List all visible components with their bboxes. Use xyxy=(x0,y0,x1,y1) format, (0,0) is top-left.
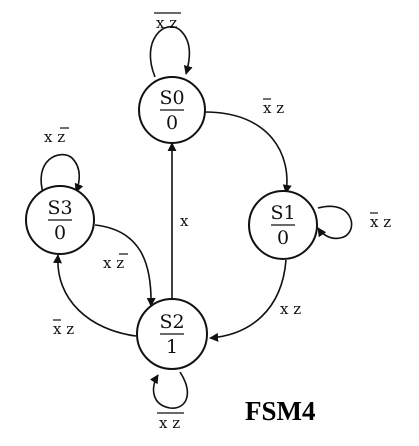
state-s2: S2 1 xyxy=(136,298,208,370)
edge-s1-s2 xyxy=(209,259,287,342)
label-s2-s2: x z xyxy=(157,412,184,432)
state-s3-output: 0 xyxy=(54,222,66,244)
label-s3-s2: x z xyxy=(103,253,128,272)
state-s0: S0 0 xyxy=(138,76,206,144)
edge-s1-s1 xyxy=(317,205,353,240)
label-s3-s3-text: x z xyxy=(44,128,65,146)
state-s1-output: 0 xyxy=(277,227,289,249)
label-s1-s1: x z xyxy=(370,212,391,231)
label-s3-s2-text: x z xyxy=(103,254,124,272)
state-s3-name: S3 xyxy=(47,197,72,219)
label-s1-s2: x z xyxy=(280,300,301,318)
label-s0-s1: x z xyxy=(263,98,284,117)
state-s1: S1 0 xyxy=(248,190,318,260)
label-s1-s1-text: x z xyxy=(370,213,391,231)
label-s0-s0-text: x z xyxy=(156,14,177,32)
label-s2-s3-text: x z xyxy=(53,320,74,338)
label-s0-s1-text: x z xyxy=(263,99,284,117)
state-s2-name: S2 xyxy=(159,311,184,333)
edge-s3-s3 xyxy=(40,153,84,197)
label-s2-s3: x z xyxy=(53,319,74,338)
label-s1-s2-text: x z xyxy=(280,300,301,318)
state-s3: S3 0 xyxy=(25,185,95,255)
edge-s3-s2 xyxy=(94,224,156,307)
edge-s2-s3 xyxy=(52,254,137,337)
state-s2-output: 1 xyxy=(166,336,178,358)
state-s1-name: S1 xyxy=(270,202,295,224)
label-s0-s0: x z xyxy=(154,12,181,32)
edge-s2-s2 xyxy=(149,371,189,409)
label-s2-s0-text: x xyxy=(180,212,189,230)
state-s0-name: S0 xyxy=(159,87,184,109)
label-s3-s3: x z xyxy=(44,127,69,146)
diagram-title: FSM4 xyxy=(245,396,316,426)
edge-s0-s0 xyxy=(149,25,193,78)
label-s2-s0: x xyxy=(180,212,189,230)
state-s0-output: 0 xyxy=(166,112,178,134)
edge-s0-s1 xyxy=(204,111,292,194)
label-s2-s2-text: x z xyxy=(159,414,180,432)
